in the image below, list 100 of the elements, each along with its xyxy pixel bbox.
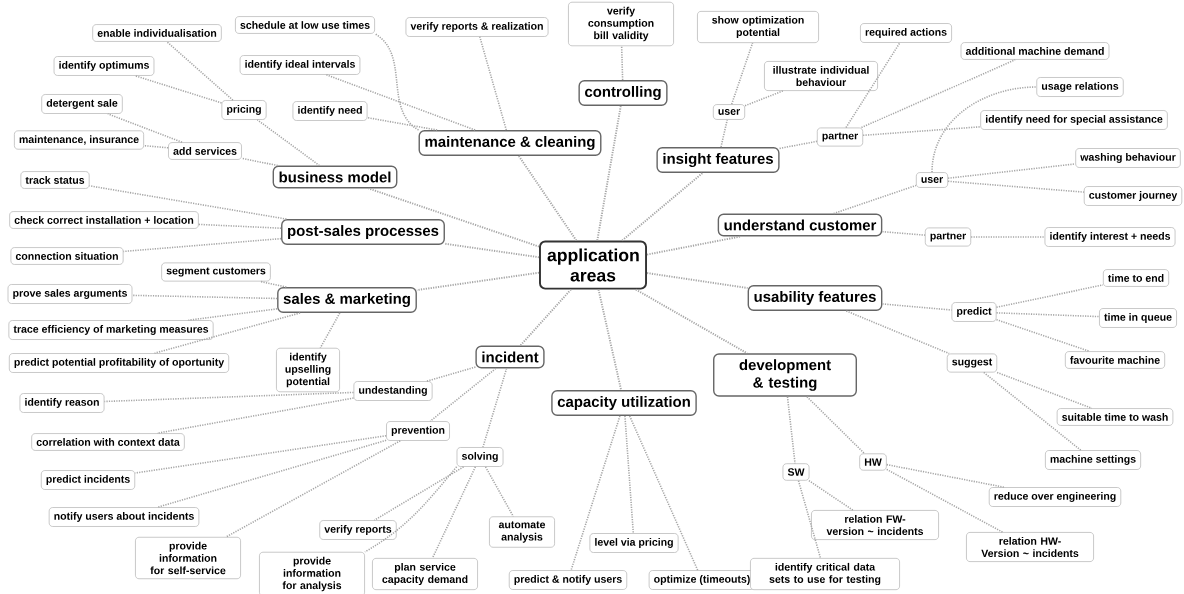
subtopic-box: reduce over engineering bbox=[988, 487, 1122, 507]
topic-box: capacity utilization bbox=[551, 390, 697, 416]
subtopic-box: enable individualisation bbox=[92, 24, 222, 42]
subtopic-box: pricing bbox=[221, 100, 267, 120]
subtopic-box: check correct installation + location bbox=[9, 211, 199, 229]
connector-line bbox=[970, 236, 1046, 238]
connector-line bbox=[107, 113, 183, 143]
connector-line bbox=[995, 318, 1090, 352]
connector-line bbox=[744, 90, 784, 107]
subtopic-box: prevention bbox=[386, 421, 450, 441]
connector-line bbox=[482, 367, 508, 448]
topic-box: development & testing bbox=[713, 353, 857, 397]
subtopic-box: optimize (timeouts) bbox=[648, 570, 756, 590]
connector-line bbox=[881, 230, 926, 236]
connector-line bbox=[156, 397, 355, 434]
connector-line bbox=[519, 288, 572, 347]
subtopic-box: identify critical data sets to use for testing bbox=[750, 558, 900, 590]
connector-line bbox=[808, 479, 854, 511]
subtopic-box: identify ideal intervals bbox=[239, 55, 361, 75]
connector-line bbox=[996, 371, 1093, 409]
subtopic-box: level via pricing bbox=[589, 533, 679, 553]
subtopic-box: customer journey bbox=[1083, 186, 1183, 206]
subtopic-box: time in queue bbox=[1099, 308, 1177, 328]
connector-line bbox=[134, 434, 387, 474]
connector-line bbox=[646, 272, 749, 289]
connector-line bbox=[995, 284, 1104, 309]
connector-line bbox=[256, 119, 321, 167]
subtopic-box: solving bbox=[456, 447, 504, 467]
subtopic-box: verify consumption bill validity bbox=[568, 1, 674, 47]
subtopic-box: user bbox=[712, 104, 746, 120]
subtopic-box: correlation with context data bbox=[31, 433, 185, 451]
connector-line bbox=[597, 288, 623, 392]
subtopic-box: connection situation bbox=[10, 247, 124, 265]
connector-line bbox=[259, 280, 288, 288]
connector-line bbox=[628, 415, 699, 571]
subtopic-box: detergent sale bbox=[41, 94, 123, 114]
subtopic-box: time to end bbox=[1102, 269, 1170, 287]
connector-line bbox=[786, 395, 796, 465]
connector-line bbox=[364, 466, 458, 553]
node-label: identify critical data sets to use for testing bbox=[769, 562, 881, 586]
connector-line bbox=[187, 308, 278, 321]
topic-box: sales & marketing bbox=[277, 287, 417, 313]
topic-box: insight features bbox=[656, 147, 780, 173]
connector-line bbox=[845, 42, 901, 129]
connector-line bbox=[570, 415, 621, 571]
connector-line bbox=[995, 312, 1100, 318]
connector-line bbox=[832, 184, 917, 215]
subtopic-box: additional machine demand bbox=[960, 42, 1110, 60]
connector-line bbox=[225, 440, 401, 538]
subtopic-box: relation HW-Version ~ incidents bbox=[966, 532, 1094, 562]
connector-line bbox=[143, 144, 169, 149]
subtopic-box: track status bbox=[20, 171, 90, 189]
subtopic-box: identify interest + needs bbox=[1044, 227, 1176, 247]
subtopic-box: schedule at low use times bbox=[235, 16, 375, 34]
subtopic-box: machine settings bbox=[1045, 450, 1141, 470]
subtopic-box: partner bbox=[924, 227, 972, 247]
subtopic-box: illustrate individual behaviour bbox=[764, 61, 878, 91]
subtopic-box: predict & notify users bbox=[508, 570, 628, 590]
connector-line bbox=[429, 367, 497, 422]
connector-line bbox=[197, 223, 282, 229]
subtopic-box: predict potential profitability of oportunity bbox=[8, 353, 230, 373]
connector-line bbox=[634, 288, 749, 355]
subtopic-box: favourite machine bbox=[1064, 351, 1166, 369]
connector-line bbox=[241, 157, 279, 167]
subtopic-box: add services bbox=[168, 142, 242, 160]
subtopic-box: verify reports bbox=[319, 520, 397, 540]
subtopic-box: plan service capacity demand bbox=[372, 558, 478, 590]
topic-box: controlling bbox=[578, 80, 668, 106]
subtopic-box: provide information for analysis bbox=[259, 551, 365, 594]
connector-line bbox=[131, 294, 278, 300]
subtopic-box: HW bbox=[859, 453, 887, 471]
connector-line bbox=[730, 42, 754, 105]
connector-line bbox=[806, 395, 866, 455]
connector-line bbox=[646, 235, 742, 256]
connector-line bbox=[862, 126, 982, 137]
connector-line bbox=[621, 172, 704, 242]
subtopic-box: identify upselling potential bbox=[276, 347, 340, 393]
subtopic-box: trace efficiency of marketing measures bbox=[8, 320, 214, 340]
connector-line bbox=[620, 45, 624, 81]
central-topic-box: application areas bbox=[539, 240, 647, 290]
topic-box: usability features bbox=[747, 285, 883, 311]
connector-line bbox=[444, 242, 540, 259]
connector-line bbox=[103, 391, 355, 403]
topic-box: maintenance & cleaning bbox=[418, 130, 602, 156]
topic-box: understand customer bbox=[717, 213, 883, 237]
subtopic-box: relation FW-version ~ incidents bbox=[811, 510, 939, 540]
subtopic-box: suitable time to wash bbox=[1056, 408, 1174, 426]
subtopic-box: required actions bbox=[860, 23, 952, 43]
connector-line bbox=[983, 371, 1082, 451]
connector-line bbox=[624, 415, 635, 534]
subtopic-box: verify reports & realization bbox=[405, 17, 549, 37]
subtopic-box: show optimization potential bbox=[697, 11, 819, 43]
connector-line bbox=[596, 105, 622, 242]
subtopic-box: user bbox=[915, 172, 949, 188]
connector-line bbox=[415, 271, 540, 292]
topic-box: incident bbox=[475, 345, 545, 369]
connector-line bbox=[947, 163, 1077, 179]
connector-line bbox=[325, 74, 476, 131]
connector-line bbox=[122, 237, 282, 253]
subtopic-box: identify need bbox=[292, 101, 368, 121]
